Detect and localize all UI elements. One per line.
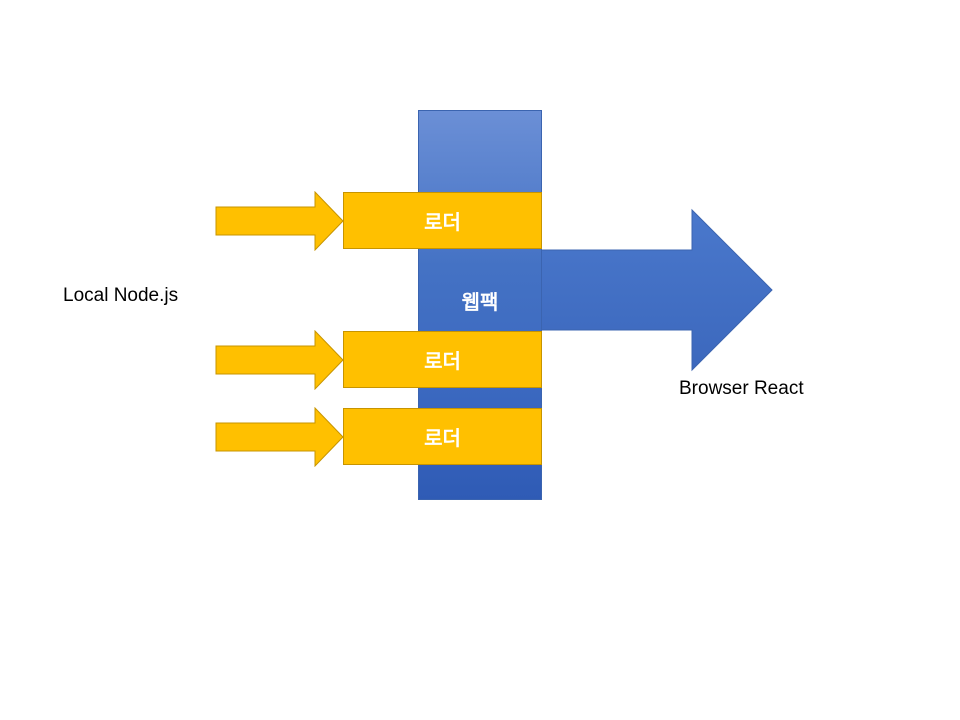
input-arrow-icon — [215, 191, 344, 251]
loader-box: 로더 — [343, 331, 542, 388]
source-label: Local Node.js — [63, 285, 179, 306]
output-arrow-icon — [538, 208, 773, 372]
loader-box: 로더 — [343, 192, 542, 249]
loader-box: 로더 — [343, 408, 542, 465]
target-label: Browser React — [679, 378, 804, 399]
input-arrow-icon — [215, 330, 344, 390]
input-arrow-icon — [215, 407, 344, 467]
webpack-label: 웹팩 — [461, 290, 499, 314]
